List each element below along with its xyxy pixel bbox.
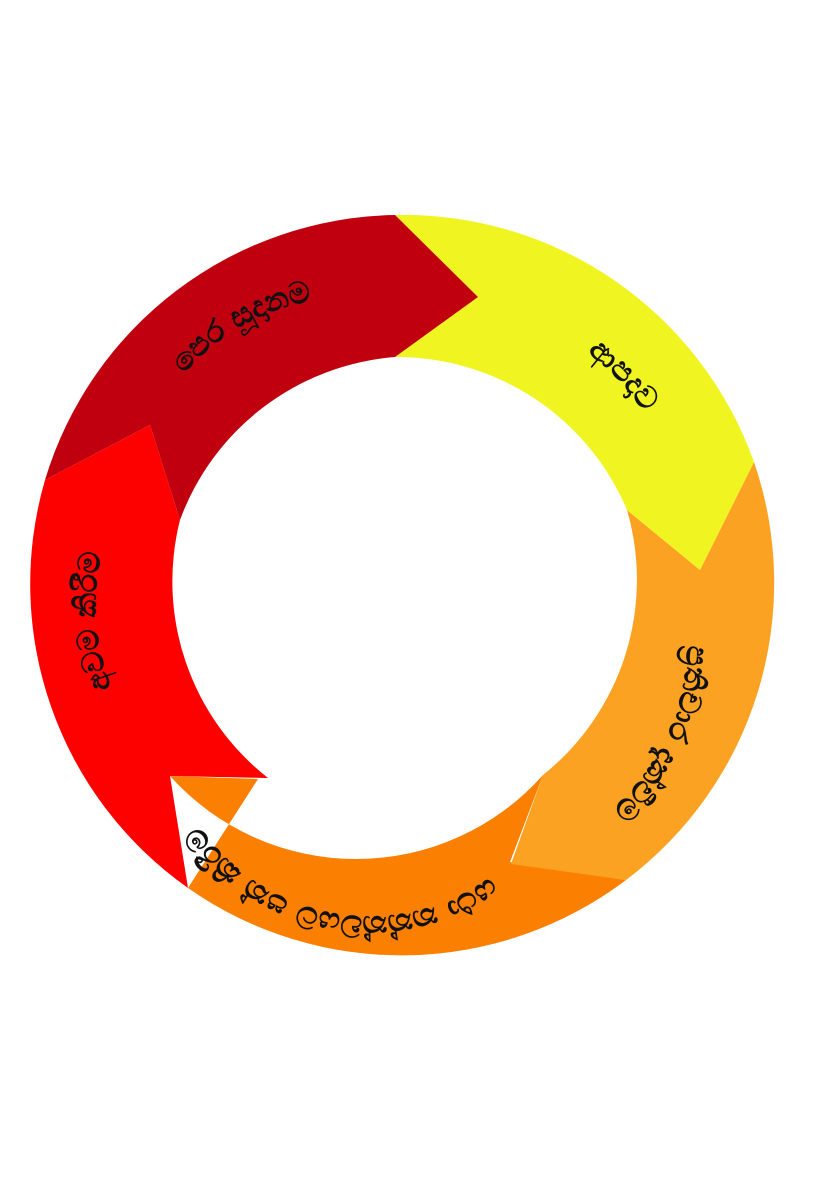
segment-disaster bbox=[395, 214, 754, 570]
segment-preparedness bbox=[45, 215, 478, 520]
segment-mitigation bbox=[30, 425, 269, 888]
segment-recovery bbox=[170, 775, 626, 956]
segment-response bbox=[511, 462, 775, 880]
